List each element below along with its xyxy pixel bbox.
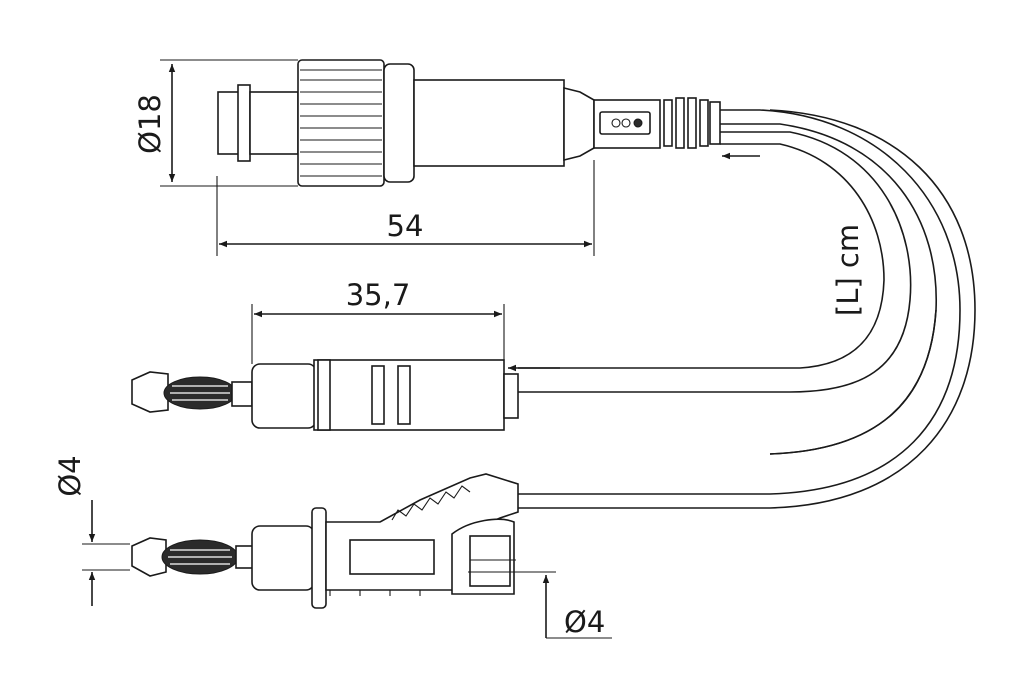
ce-mark-icon — [611, 118, 643, 128]
top-connector — [217, 59, 721, 187]
dimension-label-54: 54 — [387, 209, 424, 243]
spring-lamella-bottom — [168, 549, 232, 565]
spring-lamella — [170, 385, 230, 401]
dimension-label-diameter-4-left: Ø4 — [53, 455, 87, 496]
grip-teeth — [391, 485, 471, 521]
strain-relief-ribs — [663, 97, 721, 149]
dimension-diameter-top: Ø18 — [133, 59, 298, 187]
dimension-length-35-7: 35,7 — [251, 278, 505, 364]
knurl-lines — [300, 69, 382, 177]
bottom-banana-plug — [131, 473, 519, 609]
dimension-diameter-left-bottom: Ø4 — [53, 455, 130, 606]
dimension-label-35-7: 35,7 — [346, 278, 411, 312]
dimension-cable-length: [L] cm — [508, 152, 865, 372]
middle-banana-plug — [131, 359, 519, 431]
bottom-ribs — [329, 590, 421, 596]
dimension-label-diameter-4-right: Ø4 — [564, 605, 605, 639]
dimension-label-diameter-18: Ø18 — [133, 94, 167, 154]
dimension-length-54: 54 — [216, 160, 595, 256]
dimension-label-cable-length: [L] cm — [831, 224, 865, 316]
cables — [518, 109, 976, 509]
dimension-diameter-right-bottom: Ø4 — [468, 571, 612, 639]
